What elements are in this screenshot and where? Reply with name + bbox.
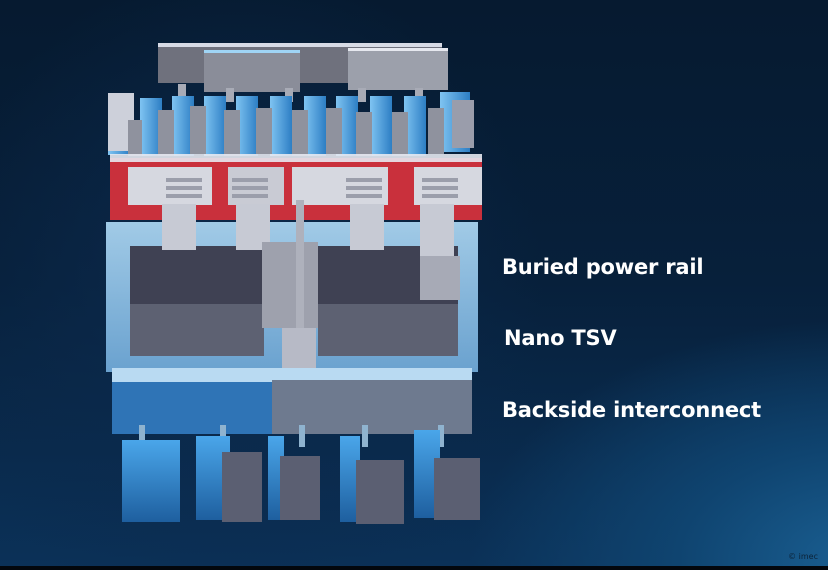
backside-pads	[122, 425, 480, 524]
label-nano-tsv: Nano TSV	[504, 326, 617, 350]
label-buried-power-rail: Buried power rail	[502, 255, 704, 279]
gate-fins	[108, 92, 474, 156]
contact-blocks	[128, 167, 482, 205]
device-body	[106, 200, 478, 372]
top-metal-lines	[158, 43, 448, 92]
copyright-credit: © imec	[788, 552, 818, 561]
backside-slab	[112, 368, 472, 434]
bottom-edge	[0, 566, 828, 570]
label-backside-interconnect: Backside interconnect	[502, 398, 761, 422]
nano-tsv	[296, 200, 304, 360]
